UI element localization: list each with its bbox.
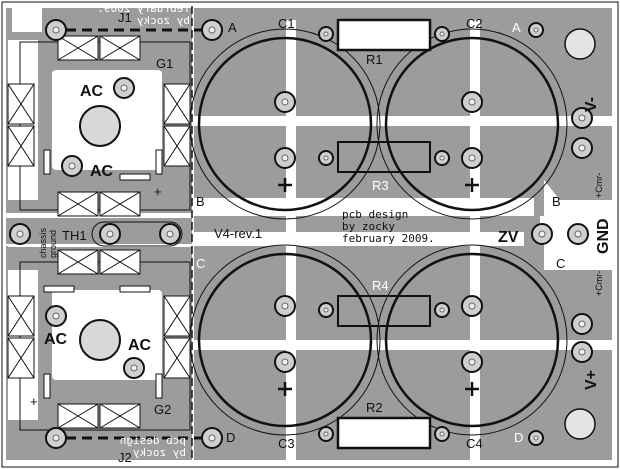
c4-outer: [376, 244, 568, 436]
label-c2: C2: [466, 16, 483, 31]
mount-hole-g2: [79, 319, 121, 361]
polarity-marks: [278, 178, 479, 396]
label-r1: R1: [366, 52, 383, 67]
label-d-right: D: [514, 430, 523, 445]
label-cmr-top: +Cmr-: [594, 173, 604, 198]
c1-outer: [189, 28, 381, 220]
label-plus-g2: +: [30, 394, 38, 409]
clearance-right: [194, 20, 614, 460]
label-a-right: A: [512, 20, 521, 35]
label-th1: TH1: [62, 228, 87, 243]
label-version: V4-rev.1: [214, 226, 262, 241]
label-c-right: C: [556, 256, 565, 271]
c4-inner: [384, 252, 560, 428]
label-r3: R3: [372, 178, 389, 193]
label-mirror-bot-1: pcb design: [120, 434, 186, 447]
label-v-minus: V-: [583, 97, 600, 112]
pads: [9, 19, 593, 449]
label-mirror-top-2: by zocky: [137, 14, 190, 27]
c3-inner: [197, 252, 373, 428]
c3-outer: [189, 244, 381, 436]
label-design-1: pcb design: [342, 208, 408, 221]
label-b-right: B: [552, 194, 561, 209]
r2-body: [336, 416, 432, 450]
label-plus-g1: +: [154, 184, 162, 199]
c2-inner: [384, 36, 560, 212]
r3-body: [337, 141, 431, 173]
c1-inner: [197, 36, 373, 212]
label-ac-top-1: AC: [80, 83, 104, 100]
label-zv: ZV: [498, 229, 519, 246]
slot-marks: [43, 149, 163, 399]
label-c-left: C: [196, 256, 205, 271]
label-ground: ground: [48, 230, 58, 258]
label-cmr-bot: +Cmr-: [594, 271, 604, 296]
label-design-3: february 2009.: [342, 232, 435, 245]
hatched-pads: [7, 35, 191, 429]
label-ac-bot-1: AC: [44, 331, 68, 348]
label-j2: J2: [118, 450, 132, 465]
label-g2: G2: [154, 402, 171, 417]
label-c3: C3: [278, 436, 295, 451]
label-g1: G1: [156, 56, 173, 71]
mount-hole-g1: [79, 105, 121, 147]
label-ac-bot-2: AC: [128, 337, 152, 354]
label-r4: R4: [372, 278, 389, 293]
label-d-left: D: [226, 430, 235, 445]
c2-outer: [376, 28, 568, 220]
label-c4: C4: [466, 436, 483, 451]
mount-hole-br: [564, 408, 596, 440]
r1-body: [336, 18, 432, 52]
label-gnd: GND: [595, 218, 612, 254]
label-r2: R2: [366, 400, 383, 415]
label-chassis: chassis: [38, 227, 48, 258]
label-a-left: A: [228, 20, 237, 35]
label-design-2: by zocky: [342, 220, 395, 233]
capacitors: [189, 28, 568, 436]
mount-hole-tr: [564, 28, 596, 60]
label-j1: J1: [118, 10, 132, 25]
th1-outline: [91, 221, 183, 247]
label-mirror-bot-2: by zocky: [133, 446, 186, 459]
r4-body: [337, 295, 431, 327]
label-b-left: B: [196, 194, 205, 209]
label-v-plus: V+: [583, 370, 600, 390]
label-ac-top-2: AC: [90, 163, 114, 180]
label-mirror-top-1: february 2009.: [97, 2, 190, 15]
label-c1: C1: [278, 16, 295, 31]
